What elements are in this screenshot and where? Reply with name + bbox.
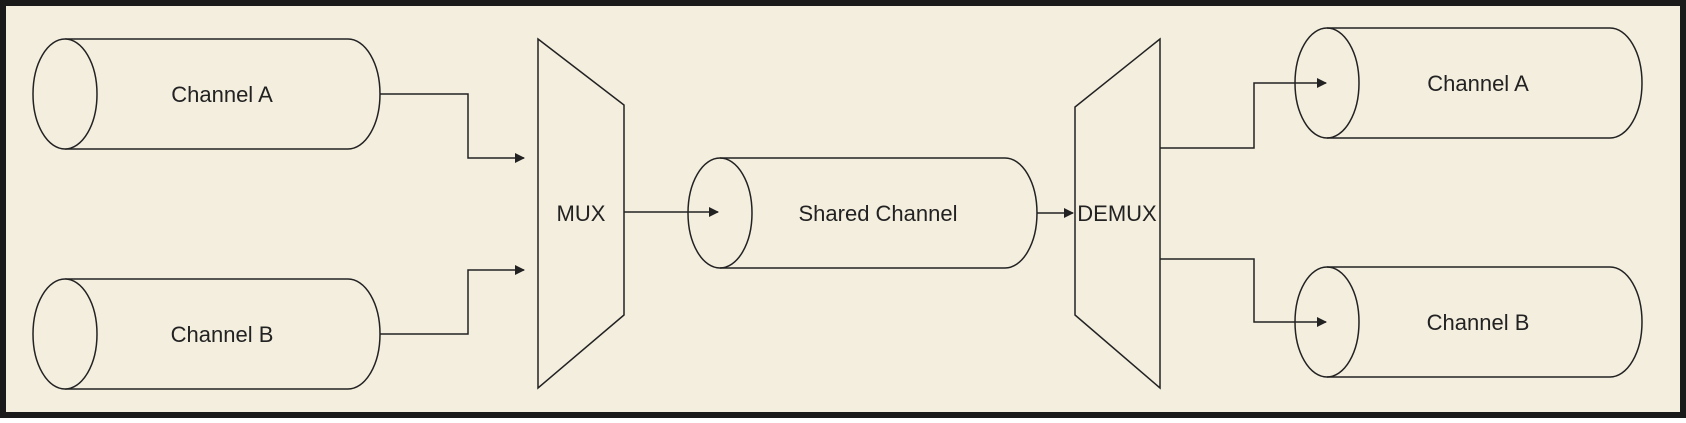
output-channel-a-cylinder: Channel A (1294, 27, 1643, 139)
output-channel-a-label: Channel A (1427, 71, 1529, 96)
input-channel-b-label: Channel B (171, 322, 274, 347)
output-channel-b-label: Channel B (1427, 310, 1530, 335)
demux-label: DEMUX (1077, 201, 1157, 226)
connector-demux-to-channel-b (1160, 258, 1327, 327)
input-channel-a-label: Channel A (171, 82, 273, 107)
input-channel-b-cylinder: Channel B (32, 278, 381, 390)
output-channel-b-cylinder: Channel B (1294, 266, 1643, 378)
shared-channel-label: Shared Channel (798, 201, 957, 226)
mux-block: MUX (537, 37, 625, 390)
shared-channel-cylinder: Shared Channel (687, 157, 1038, 269)
demux-block: DEMUX (1074, 37, 1161, 390)
mux-label: MUX (557, 201, 606, 226)
connector-demux-to-channel-a (1160, 78, 1327, 149)
connector-channel-b-to-mux (380, 265, 525, 335)
connector-channel-a-to-mux (380, 93, 525, 163)
input-channel-a-cylinder: Channel A (32, 38, 381, 150)
